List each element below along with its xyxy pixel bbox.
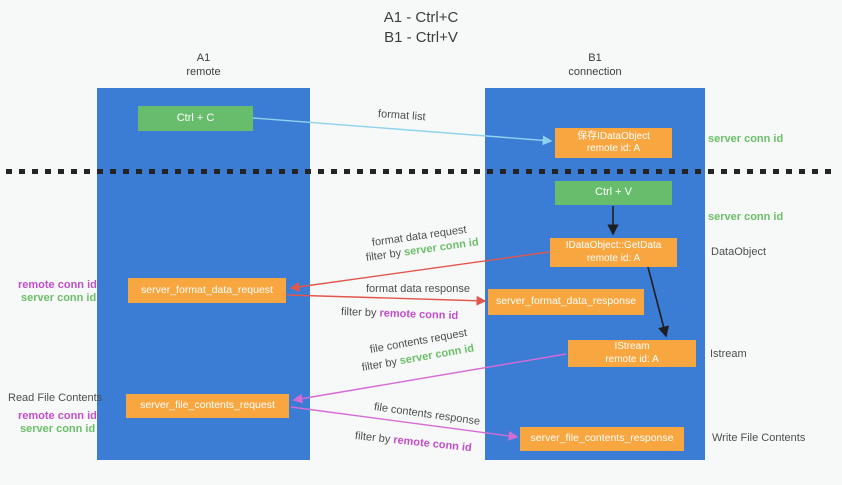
box-istream-line2: remote id: A xyxy=(605,353,659,365)
box-save-idataobject-line2: remote id: A xyxy=(586,143,641,154)
label-read-file-contents: Read File Contents xyxy=(8,392,103,404)
box-ctrl-v-label: Ctrl + V xyxy=(595,186,632,199)
box-ctrl-c: Ctrl + C xyxy=(138,106,253,131)
box-ctrl-v: Ctrl + V xyxy=(555,181,672,205)
box-ctrl-c-label: Ctrl + C xyxy=(176,111,215,124)
arrow-file-contents-response xyxy=(290,406,519,441)
box-server-format-data-response: server_format_data_response xyxy=(488,289,644,315)
box-server-file-contents-response: server_file_contents_response xyxy=(520,427,684,451)
lane-right-subtitle: connection xyxy=(568,65,622,78)
lane-left-header: A1 remote xyxy=(97,52,310,80)
box-istream-line1: IStream xyxy=(614,341,650,352)
box-save-idataobject-line1: 保存IDataObject xyxy=(577,130,650,142)
label-left-bottom-server-conn-id: server conn id xyxy=(20,423,96,435)
arrow-file-contents-request xyxy=(292,353,567,404)
lane-right-header: B1 connection xyxy=(485,52,705,80)
box-format-response-label: server_format_data_response xyxy=(495,295,637,308)
label-left-bottom-remote-conn-id: remote conn id xyxy=(18,410,97,422)
label-left-top-server-conn-id: server conn id xyxy=(21,292,97,304)
box-file-response-label: server_file_contents_response xyxy=(530,432,674,445)
box-save-idataobject: 保存IDataObject remote id: A xyxy=(555,128,672,158)
diagram-title-line1: A1 - Ctrl+C xyxy=(383,9,459,26)
label-server-conn-id-1: server conn id xyxy=(708,133,784,145)
lane-right-title: B1 xyxy=(588,52,602,64)
box-idataobject-getdata: IDataObject::GetData remote id: A xyxy=(550,238,677,267)
box-getdata-line2: remote id: A xyxy=(586,252,641,264)
box-format-request-label: server_format_data_request xyxy=(141,283,273,296)
box-file-request-label: server_file_contents_request xyxy=(140,399,275,412)
lane-left-subtitle: remote xyxy=(186,65,221,78)
label-istream-side: Istream xyxy=(710,348,747,360)
label-server-conn-id-2: server conn id xyxy=(708,211,784,223)
arrow-getdata-to-istream xyxy=(647,266,669,338)
lane-left-title: A1 xyxy=(196,52,211,64)
label-filter-by-text: filter by xyxy=(340,306,377,320)
box-istream: IStream remote id: A xyxy=(568,340,696,367)
label-left-top-remote-conn-id: remote conn id xyxy=(18,279,97,291)
label-dataobject: DataObject xyxy=(711,246,767,258)
box-server-file-contents-request: server_file_contents_request xyxy=(126,394,289,418)
arrow-format-data-request xyxy=(289,251,550,292)
label-format-data-response: format data response xyxy=(366,283,470,295)
box-server-format-data-request: server_format_data_request xyxy=(128,278,286,303)
diagram-title: A1 - Ctrl+C B1 - Ctrl+V xyxy=(0,8,842,49)
label-write-file-contents: Write File Contents xyxy=(712,432,806,444)
box-getdata-line1: IDataObject::GetData xyxy=(565,240,662,251)
arrow-format-list xyxy=(252,117,553,146)
dotted-divider-line xyxy=(6,169,836,174)
arrow-format-data-response xyxy=(286,294,487,306)
diagram-title-line2: B1 - Ctrl+V xyxy=(384,29,458,47)
